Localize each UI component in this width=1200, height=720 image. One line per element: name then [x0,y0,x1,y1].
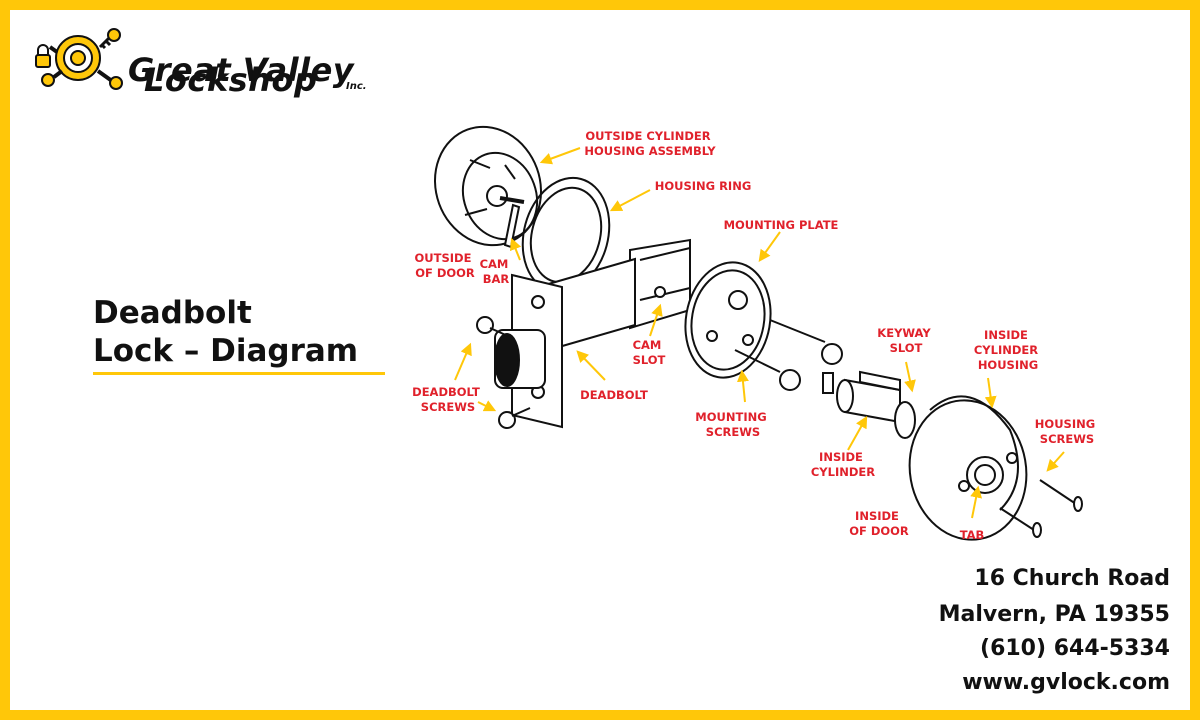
keys-emblem-icon [35,28,123,90]
arrow-mounting-screws [736,369,749,403]
outside-cylinder-housing-part [434,125,542,247]
address-street: 16 Church Road [974,566,1170,591]
label-inside-cylinder-housing: INSIDE CYLINDER HOUSING [974,328,1042,372]
title-underline [93,372,385,375]
arrow-deadbolt-screw-top [454,342,472,381]
arrow-cam-slot [649,303,663,337]
arrow-keyway-slot [904,361,916,393]
label-cam-slot: CAM SLOT [633,338,666,367]
arrow-cam-bar [509,237,522,261]
label-inside-of-door: INSIDE OF DOOR [849,509,909,538]
arrow-housing-ring [609,189,651,212]
address-city: Malvern, PA 19355 [938,602,1170,627]
label-mounting-plate: MOUNTING PLATE [724,218,839,232]
brand-name-line1: Great Valley [128,51,355,89]
arrow-outside-cylinder-housing [539,147,581,165]
inside-cylinder-housing-part [908,395,1028,541]
deadbolt-part [494,238,691,429]
inside-cylinder-part [822,370,916,439]
label-deadbolt: DEADBOLT [580,388,648,402]
label-outside-cylinder-housing-assembly: OUTSIDE CYLINDER HOUSING ASSEMBLY [584,129,716,158]
arrow-housing-screws [1046,451,1065,472]
arrow-mounting-plate [758,231,781,262]
housing-screws-part [999,479,1083,538]
page-title-line2: Lock – Diagram [93,333,359,369]
mounting-screws-part [734,319,843,391]
label-tab: TAB [960,528,985,542]
label-housing-screws: HOUSING SCREWS [1035,417,1099,446]
label-housing-ring: HOUSING RING [655,179,752,193]
brand-suffix: Inc. [346,81,367,92]
arrow-deadbolt [576,350,606,381]
arrow-tab [970,485,983,519]
label-deadbolt-screws: DEADBOLT SCREWS [412,385,484,414]
mounting-plate-part [684,261,772,379]
arrow-inside-cylinder-housing [984,377,997,409]
label-keyway-slot: KEYWAY SLOT [877,326,934,355]
logo: Great Valley Lockshop Inc. [28,25,408,105]
page-title-line1: Deadbolt [93,295,252,331]
deadbolt-exploded-diagram: OUTSIDE CYLINDER HOUSING ASSEMBLY HOUSIN… [412,125,1099,542]
label-mounting-screws: MOUNTING SCREWS [695,410,770,439]
brand-name-line2: Lockshop [144,61,318,99]
website-link[interactable]: www.gvlock.com [962,670,1170,695]
arrow-deadbolt-screw-bottom [477,400,497,412]
deadbolt-screws-part [476,316,531,429]
phone-number: (610) 644-5334 [980,636,1170,661]
arrow-inside-cylinder [847,415,868,451]
label-cam-bar: CAM BAR [480,257,513,286]
label-outside-of-door: OUTSIDE OF DOOR [415,251,476,280]
label-inside-cylinder: INSIDE CYLINDER [811,450,875,479]
